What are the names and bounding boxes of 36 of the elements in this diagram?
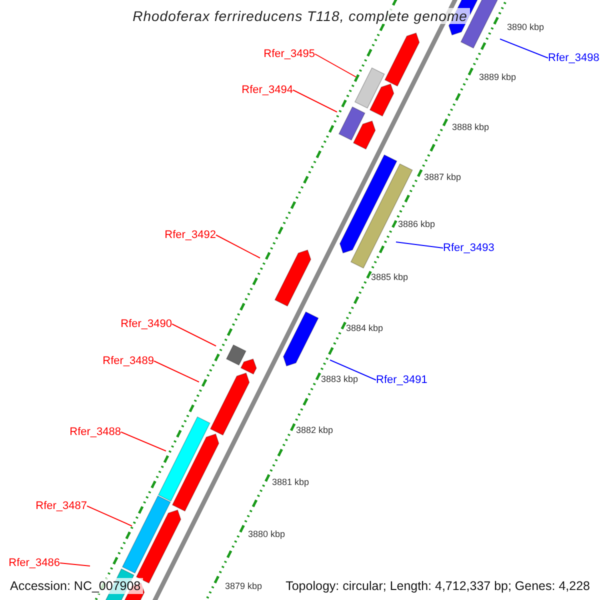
scale-label: 3889 kbp xyxy=(479,71,516,83)
gene-label: Rfer_3493 xyxy=(443,241,494,255)
leader-line xyxy=(292,90,338,112)
leader-line xyxy=(86,506,132,526)
leader-line xyxy=(120,432,166,452)
scale-label: 3890 kbp xyxy=(507,21,544,33)
scale-label: 3880 kbp xyxy=(248,528,286,540)
leader-line xyxy=(330,360,376,380)
scale-label: 3888 kbp xyxy=(452,121,490,133)
scale-label: 3885 kbp xyxy=(371,271,408,283)
info-text: Accession: NC_007908 xyxy=(8,578,143,594)
leader-line xyxy=(314,54,356,78)
leader-line xyxy=(396,242,444,248)
gene-label: Rfer_3486 xyxy=(8,556,60,570)
gene-label: Rfer_3498 xyxy=(548,51,600,65)
gene-label: Rfer_3490 xyxy=(120,317,172,331)
scale-label: 3882 kbp xyxy=(296,424,334,436)
scale-label: 3883 kbp xyxy=(321,373,358,385)
info-text: Topology: circular; Length: 4,712,337 bp; Genes: 4,228 xyxy=(284,578,592,594)
gene-label: Rfer_3489 xyxy=(102,354,154,368)
leader-line xyxy=(172,324,216,346)
leader-line xyxy=(60,562,90,566)
scale-label: 3879 kbp xyxy=(225,580,262,592)
scale-label: 3884 kbp xyxy=(346,322,384,334)
gene-label: Rfer_3492 xyxy=(164,228,216,242)
gene-label: Rfer_3495 xyxy=(264,47,315,61)
leader-line xyxy=(216,234,260,258)
gene-label: Rfer_3488 xyxy=(70,425,121,439)
leader-line xyxy=(154,360,200,382)
gene-label: Rfer_3491 xyxy=(376,373,428,387)
gene-label: Rfer_3494 xyxy=(242,83,293,97)
scale-label: 3881 kbp xyxy=(272,476,310,488)
gene-label: Rfer_3487 xyxy=(36,499,87,513)
scale-label: 3887 kbp xyxy=(424,171,462,183)
scale-label: 3886 kbp xyxy=(398,218,436,230)
leader-line xyxy=(500,38,548,58)
